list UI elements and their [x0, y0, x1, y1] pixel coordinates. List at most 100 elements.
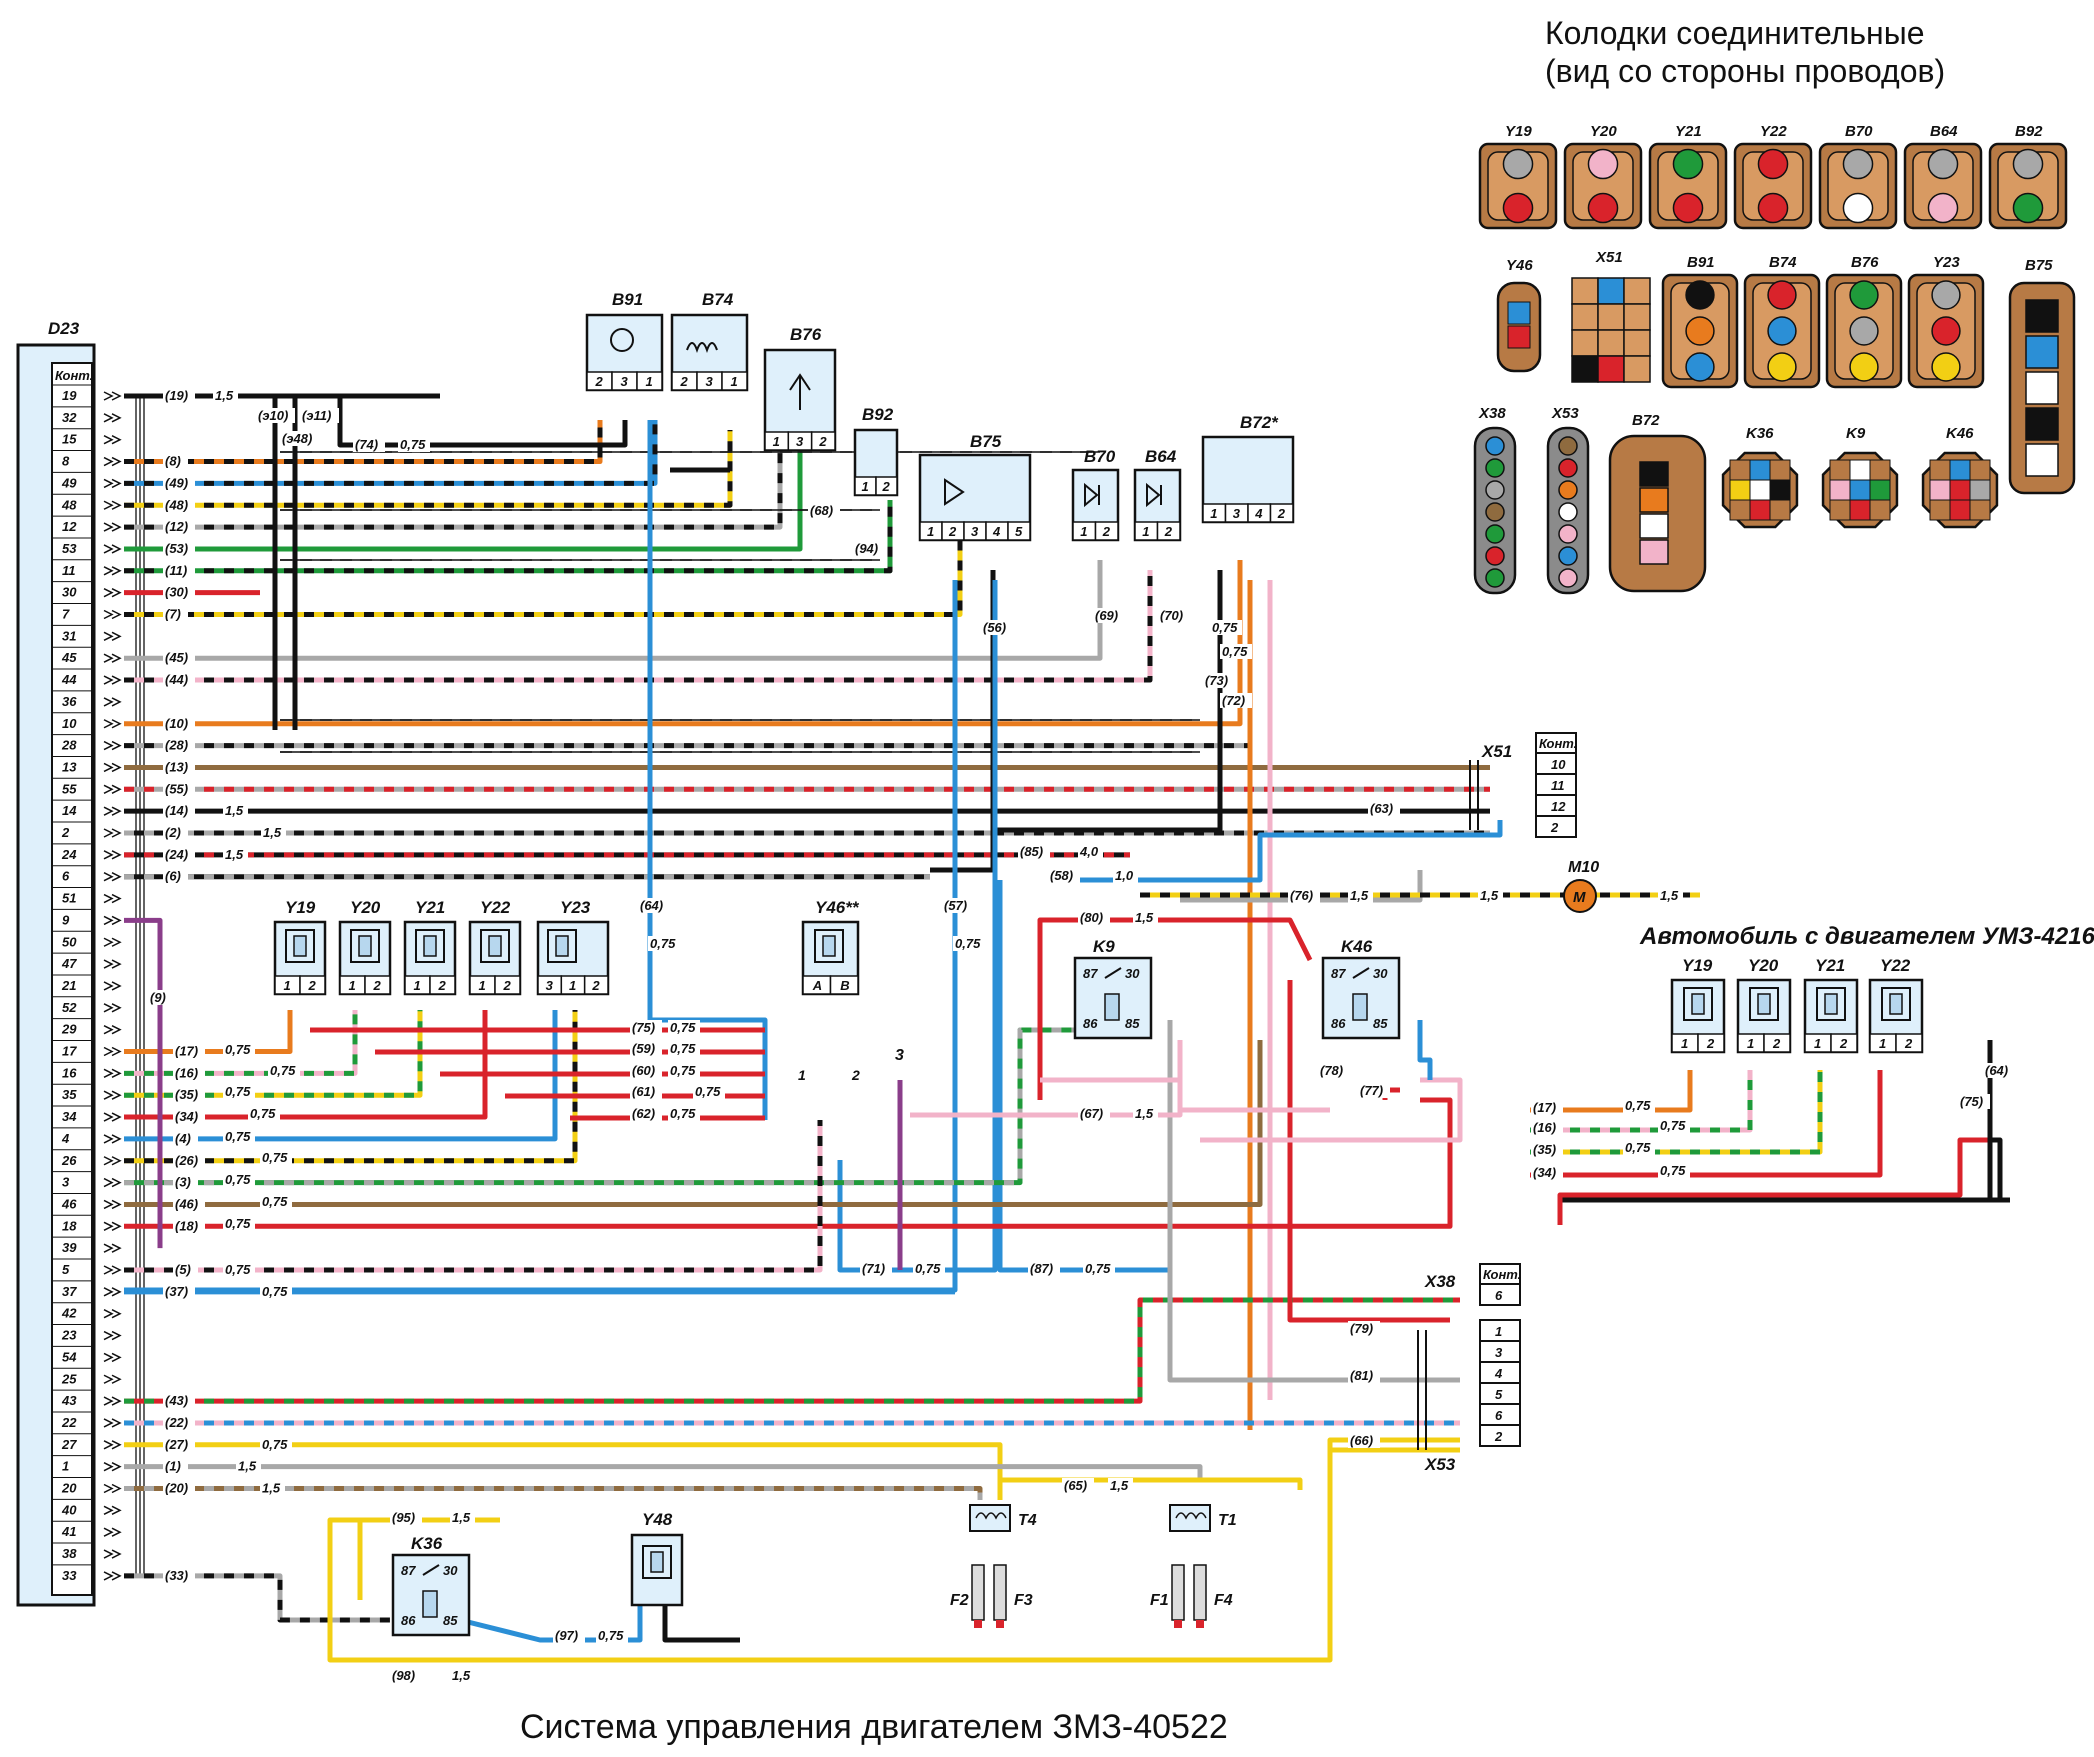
wire-label-w56: (56)	[983, 620, 1006, 635]
label-bg	[1658, 1118, 1690, 1133]
legend-x53-cavity	[1558, 436, 1578, 456]
wire-label-w24: (24)	[165, 847, 188, 862]
wire-size-1-5: 1,5	[1350, 888, 1369, 903]
node-1-label: 1	[798, 1067, 806, 1083]
pin-arrow	[111, 675, 122, 685]
wire-20-stripe	[124, 1486, 983, 1500]
legend-k46-cavity	[1929, 499, 1951, 521]
label-bg	[163, 475, 195, 491]
label-bg	[173, 1218, 205, 1234]
connector-x51-pin-12: 12	[1551, 799, 1566, 814]
pin-arrow	[111, 566, 122, 576]
legend-b64-label: B64	[1930, 123, 1958, 140]
legend-k46-cavity	[1949, 479, 1971, 501]
relay-k46-coil-icon	[1352, 993, 1368, 1021]
y23-symbol-coil	[555, 935, 569, 957]
wire-label-w48: (48)	[165, 497, 188, 512]
pin-arrow	[111, 1549, 122, 1559]
ecu-pin-1: 1	[62, 1459, 69, 1474]
alt-wire-label: (34)	[1533, 1165, 1556, 1180]
ignition-coil-t4-plug-tip	[996, 1620, 1004, 1628]
label-bg	[390, 1668, 422, 1683]
relay-k9-pin-85: 85	[1125, 1016, 1140, 1031]
pin-arrow	[111, 631, 122, 642]
legend-y23-cavity	[1931, 280, 1961, 310]
connector-x53-pin-3: 3	[1495, 1345, 1503, 1360]
legend-x38-cavity	[1485, 524, 1505, 544]
wire-label-w3: (3)	[175, 1175, 191, 1190]
relay-k46-pin-85: 85	[1373, 1016, 1388, 1031]
ecu-pin-34: 34	[62, 1109, 77, 1124]
sensor-b72-label: B72*	[1240, 413, 1279, 432]
label-bg	[1113, 868, 1138, 883]
relay-k36-pin-30: 30	[443, 1563, 458, 1578]
wire-size-0-75: 0,75	[1212, 620, 1238, 635]
pin-arrow	[111, 872, 122, 882]
wire-label-w53: (53)	[165, 541, 188, 556]
wire-size-1-5: 1,5	[225, 847, 244, 862]
wire-8-stripe	[124, 420, 603, 465]
pin-arrow	[111, 1396, 122, 1406]
wire-label-w97: (97)	[555, 1628, 578, 1643]
wire-size-0-75: 0,75	[1660, 1163, 1686, 1178]
legend-y23-cavity	[1931, 352, 1961, 382]
wire-label-w26: (26)	[175, 1153, 198, 1168]
legend-b75-cavity	[2025, 371, 2059, 405]
alt-injector-y20-symbol-coil	[1757, 993, 1771, 1015]
sensor-b72-pin-4: 4	[1254, 506, 1263, 521]
alt-injector-y20-label: Y20	[1748, 956, 1779, 975]
pin-arrow	[111, 1068, 122, 1079]
wire-label-w2: (2)	[165, 825, 181, 840]
label-bg	[668, 1020, 700, 1035]
pin-arrow	[103, 740, 114, 751]
ecu-pin-40: 40	[61, 1502, 77, 1517]
pin-arrow	[111, 828, 122, 838]
connector-x51-pin-10: 10	[1551, 757, 1566, 772]
label-bg	[596, 1628, 628, 1643]
wire-label-w8: (8)	[165, 454, 181, 469]
injector-y21-label: Y21	[415, 898, 445, 917]
pin-arrow	[103, 544, 114, 554]
pin-arrow	[103, 609, 114, 620]
pin-arrow	[103, 1571, 114, 1581]
pin-arrow	[103, 1483, 114, 1494]
wire-label-we48: (э48)	[282, 431, 312, 446]
legend-x51-cell	[1571, 277, 1599, 305]
pin-arrow	[103, 806, 114, 816]
pin-arrow	[111, 1418, 122, 1428]
wire-label-w98: (98)	[392, 1668, 415, 1683]
wire-80	[1037, 917, 1313, 1100]
b64-diode-icon	[1146, 482, 1162, 508]
wire-67	[910, 1077, 1183, 1118]
ignition-coil-t1-plug-tip	[1174, 1620, 1182, 1628]
sensor-b75-label: B75	[970, 432, 1002, 451]
label-bg	[953, 936, 985, 951]
relay-k46-pin-30: 30	[1373, 966, 1388, 981]
alt-injector-y22-label: Y22	[1880, 956, 1911, 975]
valve-y46-label: Y46**	[815, 898, 860, 917]
label-bg	[693, 1084, 725, 1099]
pin-arrow	[111, 1440, 122, 1450]
sensor-b70-label: B70	[1084, 447, 1116, 466]
label-bg	[163, 781, 195, 797]
injector-y19-symbol	[285, 929, 315, 963]
pin-arrow	[111, 1243, 122, 1253]
label-bg	[163, 519, 195, 535]
label-bg	[353, 437, 385, 452]
ecu-pin-46: 46	[61, 1196, 77, 1211]
ecu-pin-49: 49	[61, 475, 77, 490]
legend-b91-cavity	[1685, 352, 1715, 382]
label-bg	[300, 408, 339, 423]
label-bg	[163, 1283, 195, 1299]
ecu-pin-19: 19	[62, 388, 77, 403]
label-bg	[981, 620, 1013, 635]
label-bg	[163, 453, 188, 469]
wire-label-w64: (64)	[640, 898, 663, 913]
legend-y23: Y23	[1907, 254, 1985, 389]
legend-b92-cavity	[2012, 192, 2044, 224]
label-bg	[163, 1480, 195, 1496]
pin-arrow	[111, 522, 122, 532]
